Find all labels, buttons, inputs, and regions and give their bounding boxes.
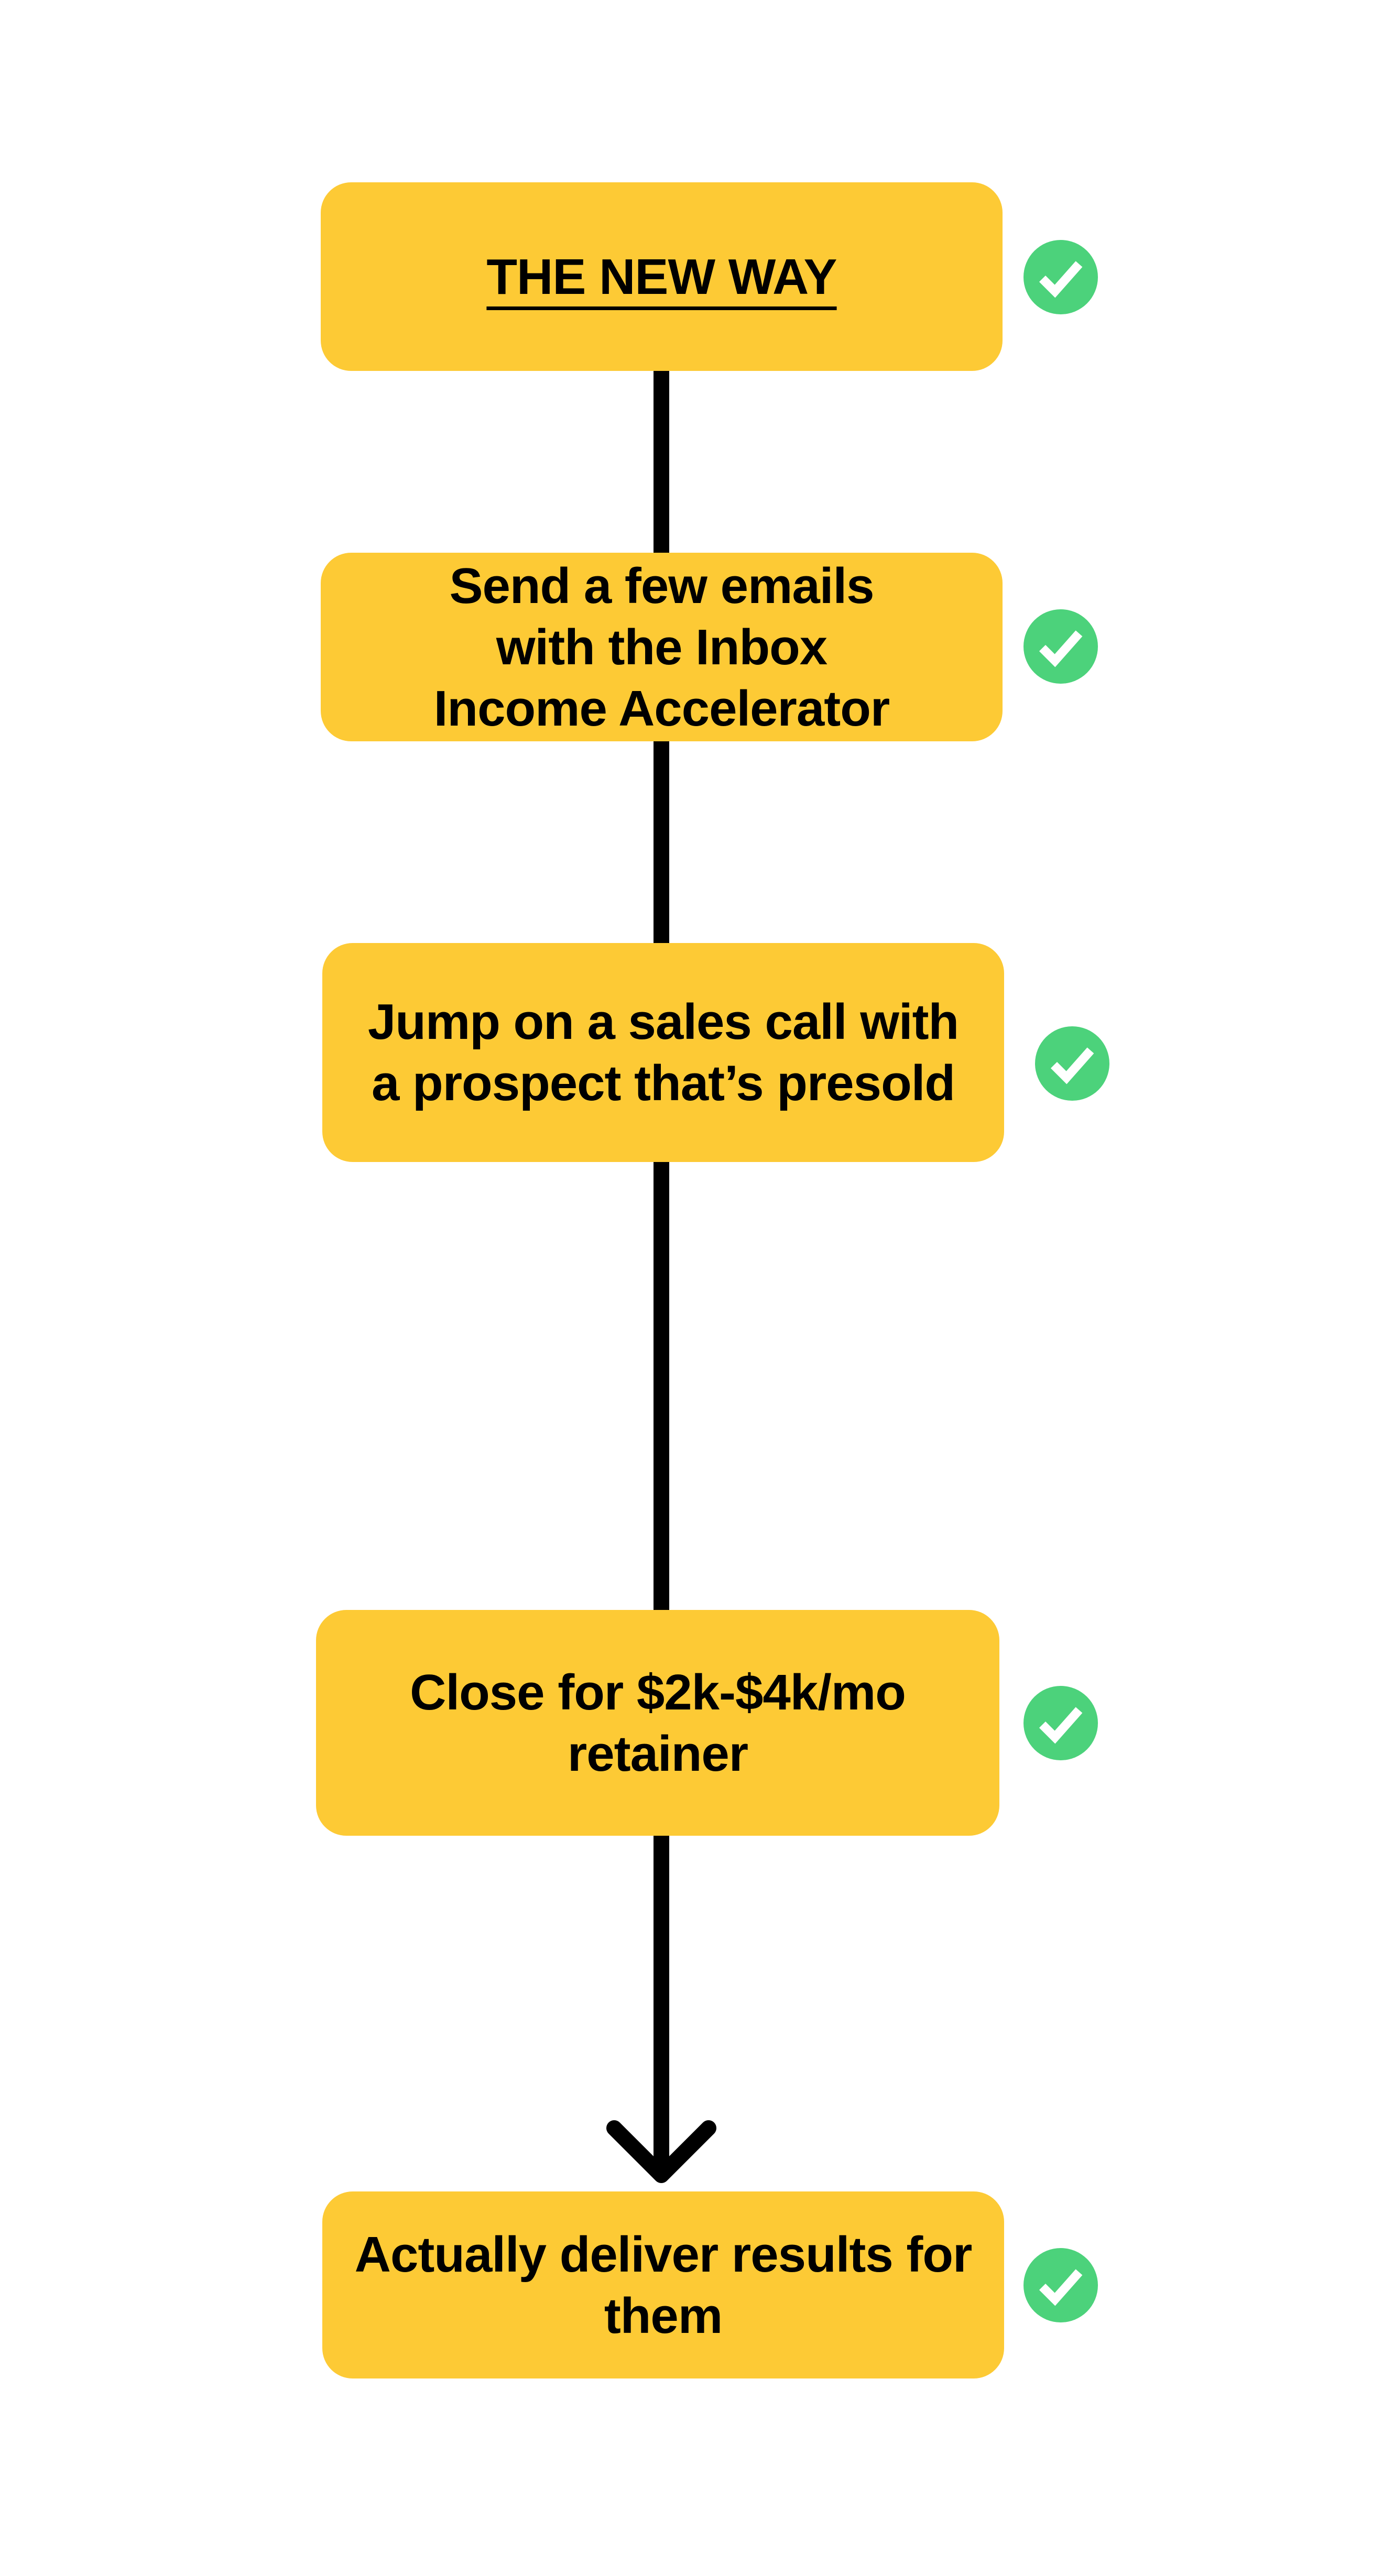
step-box-close: Close for $2k-$4k/mo retainer bbox=[316, 1610, 999, 1836]
check-circle-icon bbox=[1023, 240, 1098, 314]
step-label: Close for $2k-$4k/mo retainer bbox=[410, 1664, 906, 1782]
step-box-title: THE NEW WAY bbox=[321, 182, 1003, 371]
arrow-down-icon bbox=[606, 2120, 716, 2183]
step-box-sales-call: Jump on a sales call with a prospect tha… bbox=[322, 943, 1004, 1162]
step-label: Send a few emails with the Inbox Income … bbox=[433, 557, 890, 737]
step-label: Jump on a sales call with a prospect tha… bbox=[367, 994, 959, 1111]
step-label: Actually deliver results for them bbox=[354, 2226, 973, 2344]
step-box-deliver: Actually deliver results for them bbox=[322, 2191, 1004, 2378]
check-circle-icon bbox=[1023, 609, 1098, 684]
step-box-send-emails: Send a few emails with the Inbox Income … bbox=[321, 553, 1003, 741]
step-title: THE NEW WAY bbox=[486, 248, 837, 305]
check-circle-icon bbox=[1023, 2248, 1098, 2322]
check-circle-icon bbox=[1035, 1026, 1109, 1101]
check-circle-icon bbox=[1023, 1686, 1098, 1760]
